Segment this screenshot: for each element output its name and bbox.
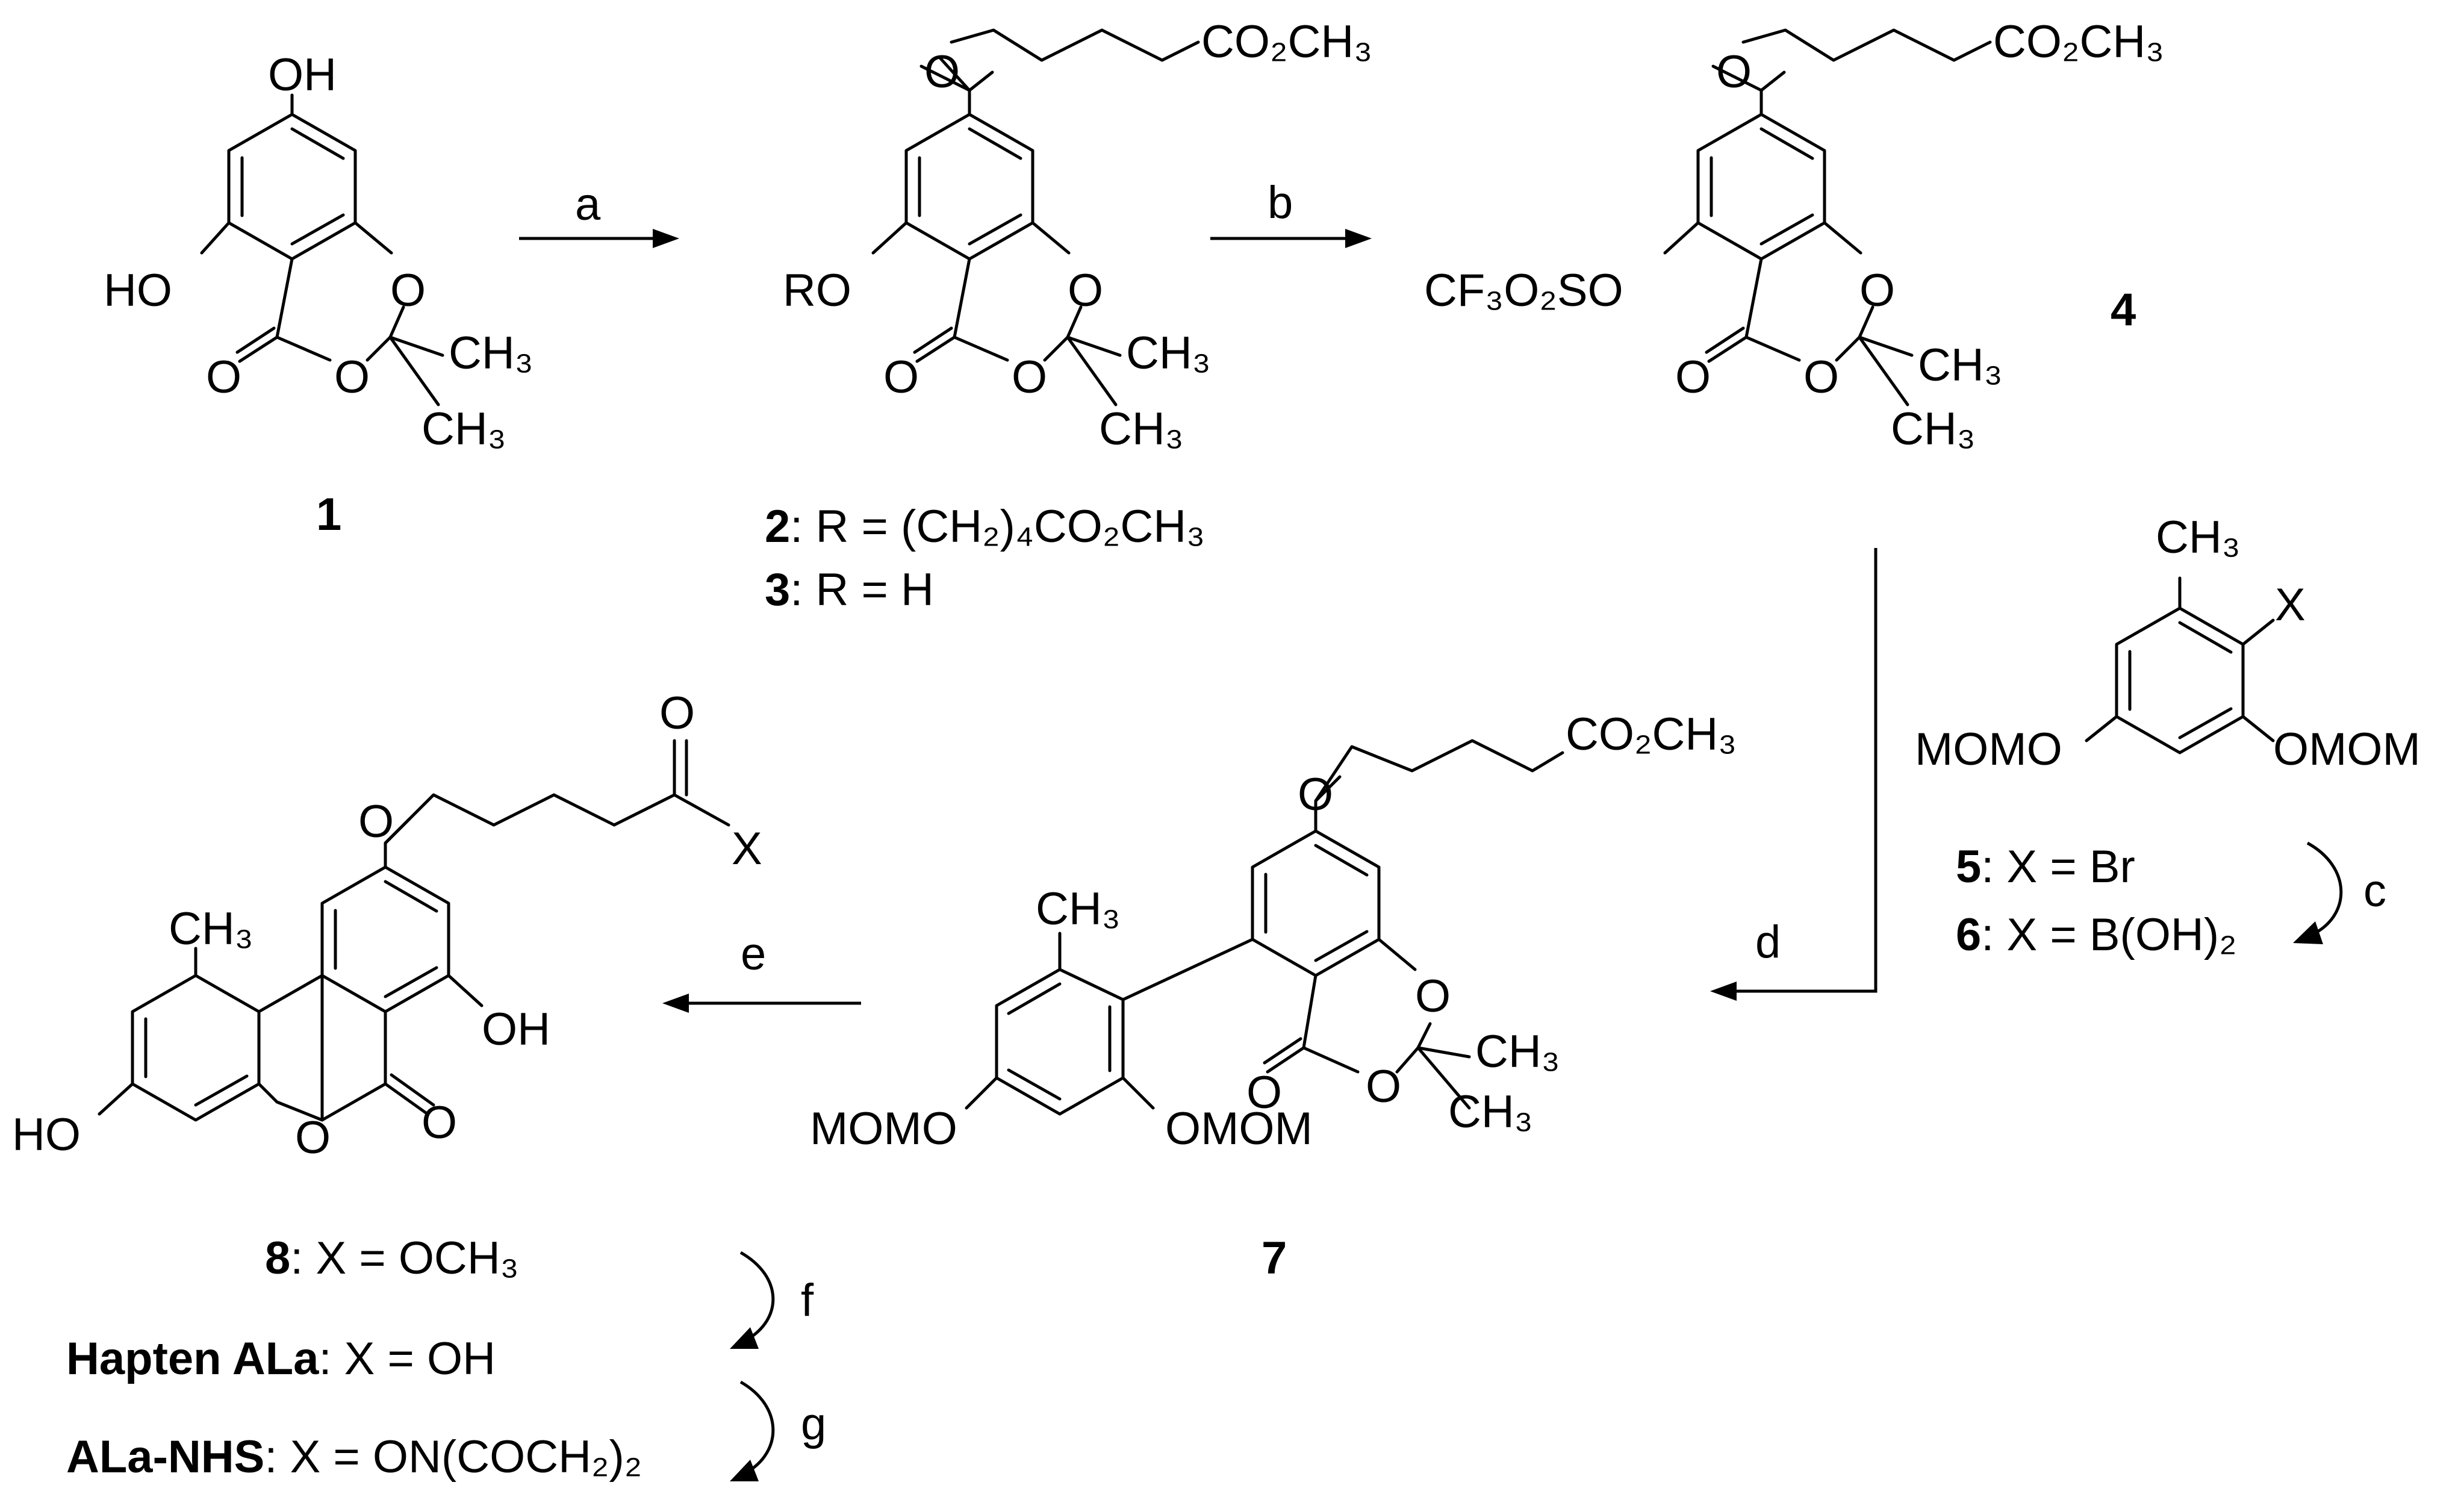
reagent-label: f [801,1275,814,1326]
ring-oxygen-label: O [1859,265,1895,316]
hydroxyl-label: OH [482,1004,550,1055]
x-substituent-label: X [732,823,762,874]
hydroxyl-label: HO [12,1109,81,1160]
reaction-arrow-g: g [730,1380,826,1481]
methyl-label: CH₃ [1448,1086,1533,1138]
reagent-label: a [575,179,601,230]
ether-oxygen-label: O [1716,46,1752,98]
methyl-label: CH₃ [1099,403,1184,455]
methyl-label: CH₃ [169,903,254,954]
caption-hapten: Hapten ALa: X = OH [66,1333,496,1384]
x-substituent-label: X [2275,579,2306,630]
ether-oxygen-label: O [924,46,960,98]
methyl-label: CH₃ [1126,328,1211,379]
reaction-arrow-b: b [1210,177,1372,248]
compound-number: 4 [2111,284,2136,335]
reagent-label: c [2363,865,2386,917]
compound-5-6: CH₃ X MOMO OMOM 5: X = Br 6: X = B(OH)₂ [1915,512,2421,960]
ester-label: CO₂CH₃ [1566,709,1737,760]
carbonyl-oxygen-label: O [206,352,241,403]
compound-7: O CO₂CH₃ CH₃ O O O CH₃ CH₃ MOMO OMOM 7 [810,709,1737,1284]
reaction-arrow-e: e [662,929,861,1013]
carbonyl-oxygen-label: O [1246,1067,1282,1118]
methyl-label: CH₃ [1475,1026,1560,1077]
reagent-label: d [1755,917,1781,968]
mom-ether-label: OMOM [2273,724,2421,775]
reagent-label: g [801,1398,826,1449]
ring-oxygen-label: O [1366,1061,1401,1112]
methyl-label: CH₃ [1891,403,1976,455]
compound-number: 1 [316,489,341,540]
compound-1: OH HO O O O CH₃ CH₃ 1 [104,49,534,540]
ring-oxygen-label: O [390,265,426,316]
reagent-label: e [741,929,766,980]
carbonyl-oxygen-label: O [1675,352,1711,403]
caption-nhs-ester: ALa-NHS: X = ON(COCH₂)₂ [66,1431,642,1483]
compound-8: O X O OH CH₃ HO O O 8: X = OCH₃ Hapten A… [12,688,762,1483]
caption-2: 2: R = (CH₂)₄CO₂CH₃ [765,501,1205,552]
methyl-label: CH₃ [2156,512,2241,563]
reaction-arrow-d: d [1710,548,1878,1001]
ring-oxygen-label: O [1415,971,1451,1022]
compound-2-3: O CO₂CH₃ RO O O O CH₃ CH₃ 2: R = (CH₂)₄C… [765,16,1372,615]
caption-8: 8: X = OCH₃ [265,1233,519,1284]
compound-number: 7 [1262,1233,1287,1284]
ring-oxygen-label: O [334,352,370,403]
caption-3: 3: R = H [765,564,934,615]
reaction-arrow-f: f [730,1251,814,1349]
carbonyl-oxygen-label: O [659,688,695,739]
reaction-arrow-c: c [2293,841,2386,944]
mom-ether-label: MOMO [810,1103,957,1154]
alkoxy-label: RO [783,265,851,316]
methyl-label: CH₃ [1918,340,2003,391]
methyl-label: CH₃ [449,328,534,379]
ether-oxygen-label: O [358,796,394,847]
ring-oxygen-label: O [1012,352,1047,403]
mom-ether-label: MOMO [1915,724,2062,775]
ring-oxygen-label: O [1803,352,1839,403]
ring-oxygen-label: O [295,1112,331,1163]
ether-oxygen-label: O [1298,769,1333,820]
caption-5: 5: X = Br [1956,841,2135,892]
compound-4: O CO₂CH₃ CF₃O₂SO O O O CH₃ CH₃ 4 [1424,16,2164,455]
reagent-label: b [1268,177,1293,228]
ester-label: CO₂CH₃ [1993,16,2164,67]
ester-label: CO₂CH₃ [1201,16,1372,67]
mom-ether-label: OMOM [1165,1103,1313,1154]
methyl-label: CH₃ [1036,883,1121,935]
hydroxyl-label: OH [268,49,337,101]
hydroxyl-label: HO [104,265,172,316]
reaction-arrow-a: a [519,179,679,248]
triflate-label: CF₃O₂SO [1424,265,1623,316]
methyl-label: CH₃ [422,403,506,455]
caption-6: 6: X = B(OH)₂ [1956,909,2237,960]
carbonyl-oxygen-label: O [883,352,919,403]
carbonyl-oxygen-label: O [422,1097,457,1148]
ring-oxygen-label: O [1068,265,1103,316]
